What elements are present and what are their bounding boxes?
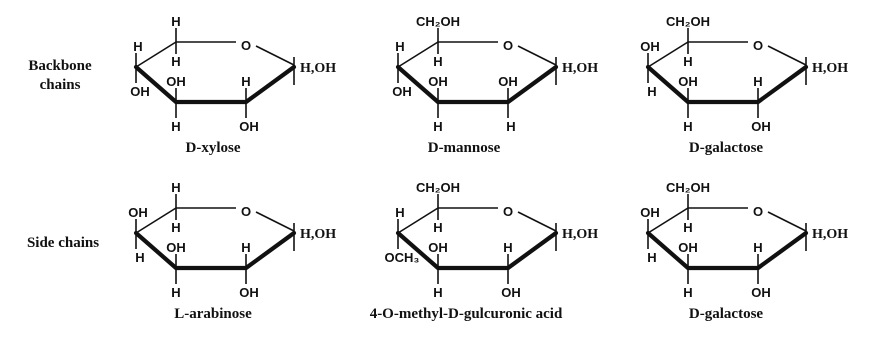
- molecule-1-c5-down: H: [171, 54, 180, 69]
- molecule-1-c2-up: H: [241, 74, 250, 89]
- molecule-2-c2-up: OH: [498, 74, 518, 89]
- molecule-2-c4-up: H: [395, 39, 404, 54]
- molecule-3-c2-down: OH: [751, 119, 771, 134]
- molecule-4-caption: L-arabinose: [174, 306, 252, 322]
- molecule-6-anomeric-label: H,OH: [812, 227, 848, 242]
- molecule-5-ring-oxygen-bond: [517, 211, 557, 232]
- molecule-4-c5-up: H: [171, 180, 180, 195]
- molecule-1-c4-up: H: [133, 39, 142, 54]
- molecule-3-ring-oxygen: O: [753, 38, 763, 53]
- molecule-6-c2-up: H: [753, 240, 762, 255]
- molecule-4-ring-oxygen: O: [241, 204, 251, 219]
- molecule-4-ring-oxygen-bond: [255, 211, 295, 232]
- molecule-2-c5-down: H: [433, 54, 442, 69]
- molecule-2-ring-back-bond: [397, 41, 498, 68]
- molecule-3-anomeric-label: H,OH: [812, 61, 848, 76]
- molecule-1-ring-oxygen-bond: [255, 45, 295, 66]
- molecule-6-ring-oxygen: O: [753, 204, 763, 219]
- molecule-1-c3-up: OH: [166, 74, 186, 89]
- molecule-1-ring-front-bond: [133, 64, 297, 105]
- molecule-6-caption: D-galactose: [689, 306, 763, 322]
- molecule-4-c4-up: OH: [128, 205, 148, 220]
- molecule-5-c4-down: OCH₃: [385, 250, 420, 265]
- molecule-3-c3-up: OH: [678, 74, 698, 89]
- molecule-2-c3-down: H: [433, 119, 442, 134]
- molecule-2-anomeric-label: H,OH: [562, 61, 598, 76]
- molecule-5-ring-oxygen: O: [503, 204, 513, 219]
- molecule-6-c5-down: H: [683, 220, 692, 235]
- molecule-1-c2-down: OH: [239, 119, 259, 134]
- molecule-1-ring-back-bond: [135, 41, 236, 68]
- molecule-3-c4-down: H: [647, 84, 656, 99]
- molecule-3-ring-front-bond: [645, 64, 809, 105]
- molecule-group: OH,OHHHHOHOHHHOHD-xyloseOH,OHCH₂OHHHOHOH…: [128, 14, 848, 322]
- molecule-6-c3-down: H: [683, 285, 692, 300]
- molecule-5-c3-up: OH: [428, 240, 448, 255]
- molecule-4-anomeric-label: H,OH: [300, 227, 336, 242]
- molecule-1-c5-up: H: [171, 14, 180, 29]
- molecule-2-caption: D-mannose: [428, 140, 501, 156]
- molecule-1-ring-oxygen: O: [241, 38, 251, 53]
- molecule-6-c4-down: H: [647, 250, 656, 265]
- molecule-5-c5-down: H: [433, 220, 442, 235]
- molecule-4-c3-up: OH: [166, 240, 186, 255]
- row-label-backbone-line1: Backbone: [28, 58, 92, 74]
- molecule-2-ring-oxygen-bond: [517, 45, 557, 66]
- molecule-2-ring-front-bond: [395, 64, 559, 105]
- molecule-4-c3-down: H: [171, 285, 180, 300]
- molecule-6-ring-front-bond: [645, 230, 809, 271]
- molecule-5-c4-up: H: [395, 205, 404, 220]
- molecule-6-c2-down: OH: [751, 285, 771, 300]
- row-label-side-chains: Side chains: [27, 235, 99, 251]
- molecule-6-ring-back-bond: [647, 207, 748, 234]
- molecule-6-c5-up: CH₂OH: [666, 180, 710, 195]
- molecule-5-c2-down: OH: [501, 285, 521, 300]
- molecule-1-c3-down: H: [171, 119, 180, 134]
- molecule-5-c3-down: H: [433, 285, 442, 300]
- molecule-4-ring-front-bond: [133, 230, 297, 271]
- molecule-2-c2-down: H: [506, 119, 515, 134]
- molecule-5-ring-front-bond: [395, 230, 559, 271]
- molecule-5-ring-back-bond: [397, 207, 498, 234]
- molecule-5-c2-up: H: [503, 240, 512, 255]
- molecule-6-ring-oxygen-bond: [767, 211, 807, 232]
- molecule-4-c2-up: H: [241, 240, 250, 255]
- molecule-2-c4-down: OH: [392, 84, 412, 99]
- molecule-3-c5-up: CH₂OH: [666, 14, 710, 29]
- molecule-3-ring-back-bond: [647, 41, 748, 68]
- molecule-3-ring-oxygen-bond: [767, 45, 807, 66]
- molecule-6-c3-up: OH: [678, 240, 698, 255]
- molecule-2-c3-up: OH: [428, 74, 448, 89]
- molecule-3-c2-up: H: [753, 74, 762, 89]
- molecule-5-caption: 4-O-methyl-D-gulcuronic acid: [370, 306, 563, 322]
- molecule-2-c5-up: CH₂OH: [416, 14, 460, 29]
- molecule-4-ring-back-bond: [135, 207, 236, 234]
- molecule-5-c5-up: CH₂OH: [416, 180, 460, 195]
- molecule-4-c2-down: OH: [239, 285, 259, 300]
- molecule-4-c5-down: H: [171, 220, 180, 235]
- molecule-3-c5-down: H: [683, 54, 692, 69]
- molecule-3-caption: D-galactose: [689, 140, 763, 156]
- molecule-1-caption: D-xylose: [186, 140, 241, 156]
- molecule-6-c4-up: OH: [640, 205, 660, 220]
- row-label-backbone-line2: chains: [40, 77, 81, 93]
- molecule-2-ring-oxygen: O: [503, 38, 513, 53]
- molecule-5-anomeric-label: H,OH: [562, 227, 598, 242]
- molecule-3-c4-up: OH: [640, 39, 660, 54]
- molecule-1-c4-down: OH: [130, 84, 150, 99]
- molecule-3-c3-down: H: [683, 119, 692, 134]
- molecule-4-c4-down: H: [135, 250, 144, 265]
- molecule-1-anomeric-label: H,OH: [300, 61, 336, 76]
